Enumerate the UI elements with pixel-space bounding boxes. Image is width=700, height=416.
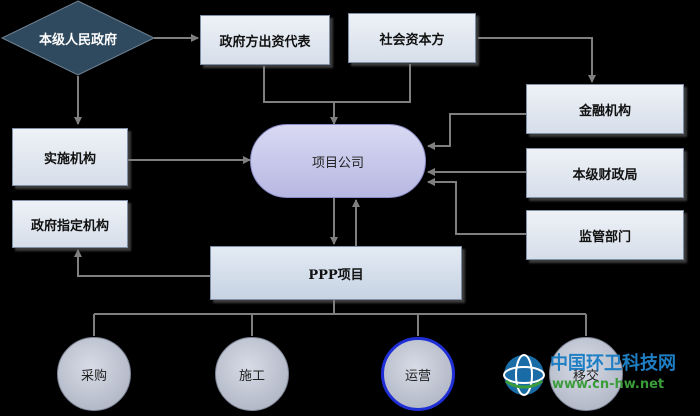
gov-diamond-shape [0, 0, 156, 76]
watermark-subtitle: www.cn-hw.net [552, 377, 665, 392]
node-designated-agency: 政府指定机构 [12, 200, 128, 248]
node-operate: 运营 [381, 337, 455, 411]
edge-gov-rep-to-project [263, 66, 334, 103]
node-regulator: 监管部门 [526, 210, 684, 260]
watermark-title: 中国环卫科技网 [550, 353, 676, 374]
node-transfer: 移交 [549, 337, 623, 411]
node-gov-rep: 政府方出资代表 [200, 15, 330, 65]
edge-ppp-to-designated [74, 249, 210, 277]
node-fiscal-bureau: 本级财政局 [526, 148, 684, 198]
node-project-company: 项目公司 [250, 124, 426, 198]
edge-regulator-to-project [427, 178, 526, 235]
node-social-capital: 社会资本方 [348, 13, 476, 63]
edge-social-to-project [334, 64, 411, 103]
edge-social-to-finance [478, 37, 596, 83]
node-impl: 实施机构 [12, 128, 128, 186]
node-ppp-project: PPP项目 [210, 246, 462, 300]
node-construct: 施工 [215, 337, 289, 411]
edge-finance-to-project [427, 113, 526, 150]
watermark: 中国环卫科技网 www.cn-hw.net [500, 343, 696, 407]
node-procure: 采购 [57, 337, 131, 411]
globe-logo-icon [503, 354, 545, 396]
node-gov: 本级人民政府 [38, 32, 117, 48]
node-finance: 金融机构 [526, 84, 684, 134]
